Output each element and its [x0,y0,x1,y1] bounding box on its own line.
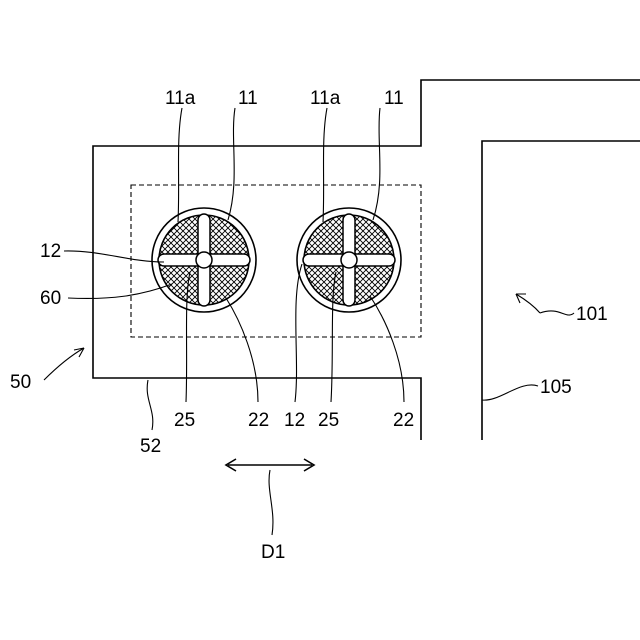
left-fan [152,208,256,312]
label-50: 50 [10,372,31,393]
label-11-left: 11 [238,88,258,109]
left-fan-hub [196,252,212,268]
label-105: 105 [540,377,572,398]
label-11a-right: 11a [310,88,341,109]
right-fan-hub [341,252,357,268]
label-25-left: 25 [174,410,195,431]
label-25-right: 25 [318,410,339,431]
label-22-right: 22 [393,410,414,431]
label-11-right: 11 [384,88,404,109]
label-52: 52 [140,436,161,457]
label-12-left: 12 [40,241,61,262]
label-11a-left: 11a [165,88,196,109]
direction-arrow-d1 [226,459,314,535]
label-60: 60 [40,288,61,309]
label-101: 101 [576,304,608,325]
label-12-right: 12 [284,410,305,431]
label-d1: D1 [261,542,285,563]
right-fan [297,208,401,312]
label-22-left: 22 [248,410,269,431]
